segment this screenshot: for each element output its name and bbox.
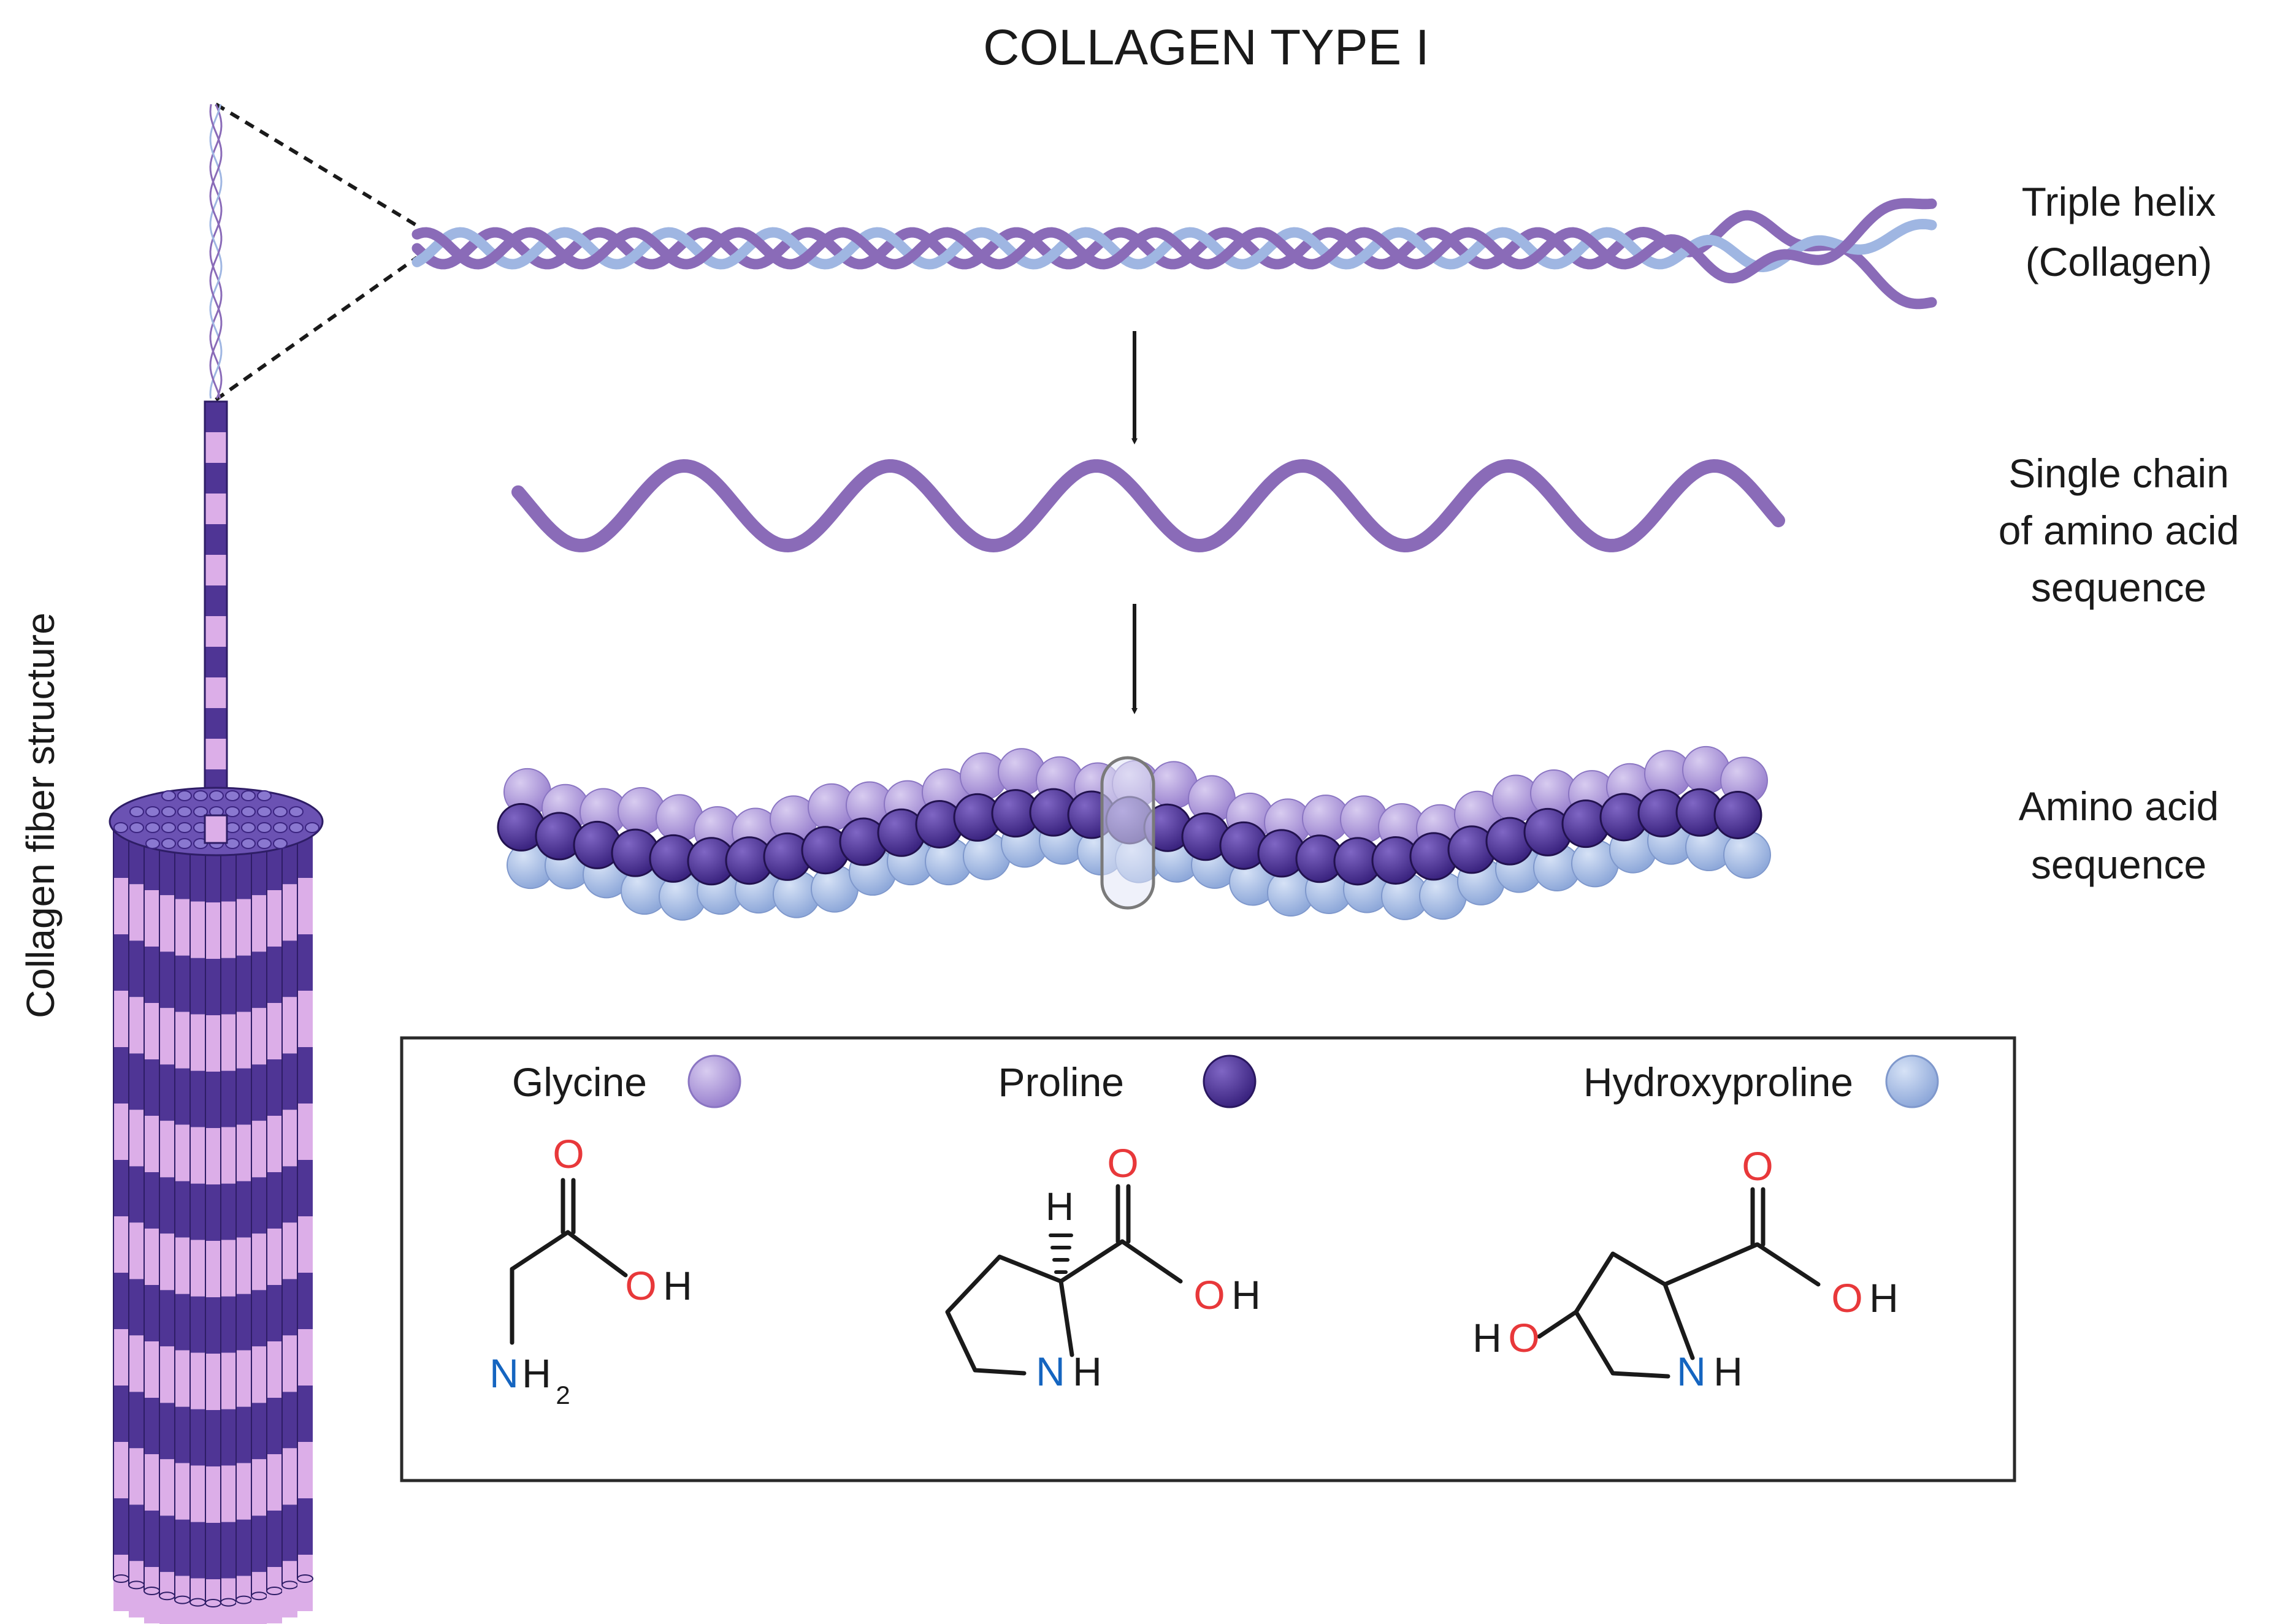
legend-proline-label: Proline — [998, 1059, 1124, 1105]
label-amino-acid-sequence: Amino acid sequence — [2019, 783, 2219, 887]
label-triple-helix: Triple helix (Collagen) — [2022, 179, 2216, 284]
glycine-oxygen: O — [553, 1131, 584, 1176]
svg-text:sequence: sequence — [2031, 842, 2206, 887]
hydroxyproline-oxygen: O — [1742, 1143, 1773, 1189]
glycine-swatch-icon — [687, 1054, 741, 1108]
svg-text:of amino acid: of amino acid — [1999, 508, 2240, 553]
proline-stereo-h: H — [1046, 1184, 1074, 1229]
glycine-structure: O O H N H 2 — [489, 1131, 692, 1409]
glycine-amine-sub: 2 — [556, 1381, 570, 1409]
zoom-line-bottom — [215, 256, 418, 402]
hydroxyproline-ho-o: O — [1508, 1315, 1539, 1360]
hydroxyproline-nitrogen: N — [1677, 1349, 1706, 1394]
proline-swatch-icon — [1203, 1054, 1257, 1108]
glycine-hydroxyl-o: O — [625, 1263, 656, 1308]
hydroxyproline-structure: H O O O H N H — [1472, 1143, 1899, 1394]
amino-acid-sequence — [497, 745, 1771, 921]
collagen-fiber-bundle — [109, 787, 324, 1624]
proline-oxygen: O — [1107, 1140, 1138, 1186]
svg-text:sequence: sequence — [2031, 565, 2206, 610]
hydroxyproline-ho-h: H — [1472, 1315, 1502, 1360]
proline-hydroxyl-o: O — [1193, 1272, 1225, 1317]
proline-nitrogen: N — [1036, 1349, 1065, 1394]
triple-helix — [411, 198, 1937, 310]
zoom-line-top — [215, 102, 418, 227]
page-title: COLLAGEN TYPE I — [983, 20, 1429, 75]
svg-text:(Collagen): (Collagen) — [2026, 239, 2212, 284]
glycine-hydroxyl-h: H — [663, 1263, 692, 1308]
svg-text:Amino acid: Amino acid — [2019, 783, 2219, 829]
proline-hydroxyl-h: H — [1231, 1272, 1261, 1317]
hydroxyproline-hydroxyl-h: H — [1869, 1275, 1899, 1321]
thin-fibril-strand — [209, 104, 223, 399]
proline-structure: H O O H N H — [945, 1140, 1261, 1394]
svg-text:Single chain: Single chain — [2008, 451, 2229, 496]
hydroxyproline-hydroxyl-o: O — [1831, 1275, 1862, 1321]
single-fibril-rod — [204, 400, 228, 841]
glycine-amine-h: H — [522, 1351, 551, 1396]
svg-text:Triple helix: Triple helix — [2022, 179, 2216, 224]
legend-hydroxyproline-label: Hydroxyproline — [1583, 1059, 1853, 1105]
legend-glycine-label: Glycine — [512, 1059, 647, 1105]
hydroxyproline-amine-h: H — [1713, 1349, 1743, 1394]
label-single-chain: Single chain of amino acid sequence — [1999, 451, 2240, 610]
glycine-nitrogen: N — [489, 1351, 519, 1396]
legend-box — [400, 1036, 2016, 1482]
fiber-structure-label: Collagen fiber structure — [18, 612, 63, 1018]
single-chain-wave — [511, 459, 1785, 553]
proline-amine-h: H — [1073, 1349, 1102, 1394]
hydroxyproline-swatch-icon — [1885, 1054, 1939, 1108]
